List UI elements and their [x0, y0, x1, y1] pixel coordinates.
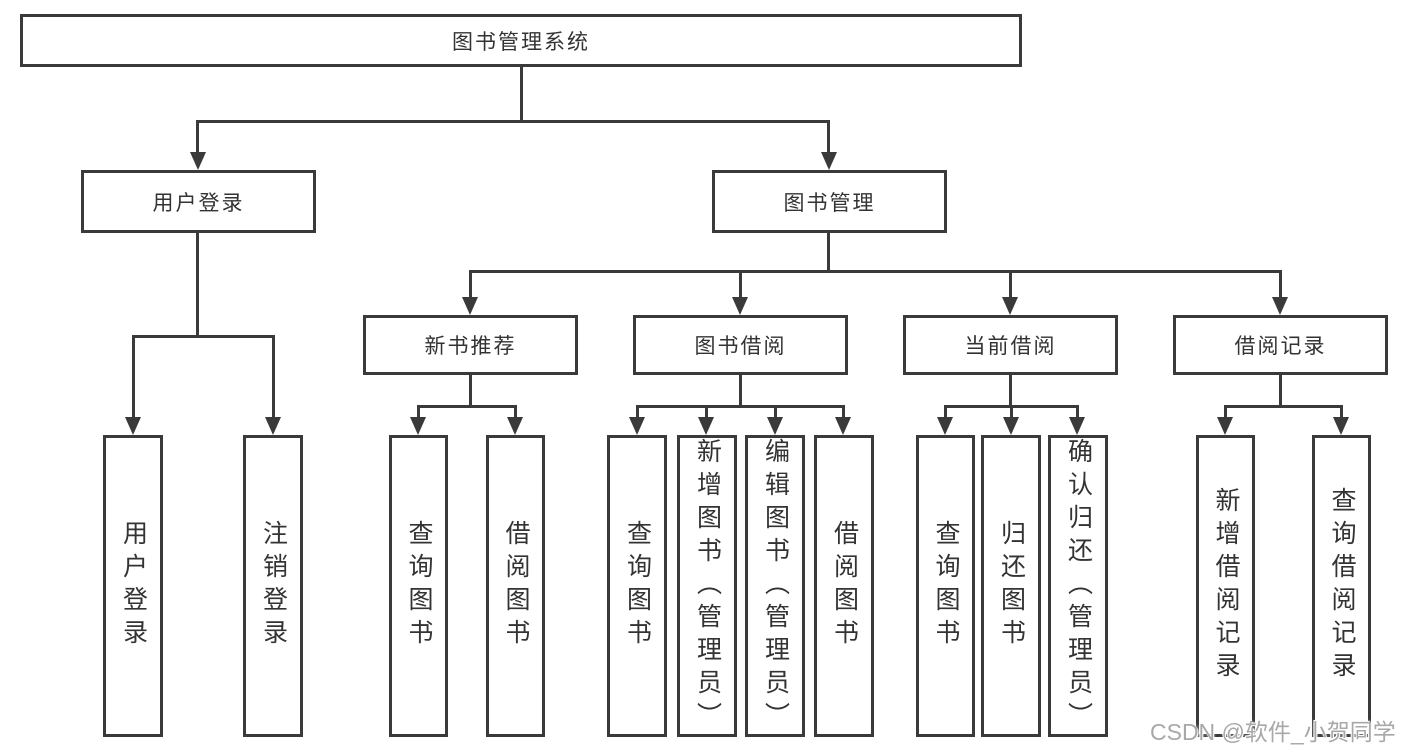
connector-new-book-stem — [469, 375, 472, 408]
leaf-borrow-books-1-label: 借阅图书 — [502, 520, 530, 652]
node-book-borrow-label: 图书借阅 — [694, 335, 787, 358]
node-borrow-records-label: 借阅记录 — [1234, 335, 1327, 358]
arrow-new-book — [462, 297, 478, 315]
connector-drop-leaf-user-login — [132, 335, 135, 420]
arrow-edit-book-admin — [767, 417, 783, 435]
node-new-book-recommend: 新书推荐 — [363, 315, 578, 375]
connector-drop-add-book-admin — [705, 405, 708, 420]
connector-drop-borrow-records — [1279, 270, 1282, 300]
arrow-query-borrow-record — [1333, 417, 1349, 435]
leaf-return-books-label: 归还图书 — [997, 520, 1026, 652]
node-current-borrow: 当前借阅 — [903, 315, 1118, 375]
leaf-query-books-3: 查询图书 — [916, 435, 975, 737]
connector-drop-query-books-1 — [417, 405, 420, 420]
arrow-query-books-1 — [410, 417, 426, 435]
arrow-add-book-admin — [698, 417, 714, 435]
arrow-borrow-books-1 — [507, 417, 523, 435]
connector-book-borrow-rail — [636, 405, 845, 408]
leaf-query-borrow-record-label: 查询借阅记录 — [1328, 487, 1356, 685]
connector-root-stem — [520, 66, 523, 121]
connector-drop-book-management — [827, 120, 830, 156]
node-user-login: 用户登录 — [81, 170, 316, 233]
connector-drop-query-books-3 — [944, 405, 947, 420]
leaf-borrow-books-1: 借阅图书 — [486, 435, 545, 737]
connector-user-login-stem — [196, 232, 199, 338]
connector-level3-rail — [469, 270, 1282, 273]
connector-drop-query-borrow-record — [1340, 405, 1343, 420]
arrow-current-borrow — [1002, 297, 1018, 315]
connector-drop-borrow-books-2 — [842, 405, 845, 420]
leaf-borrow-books-2-label: 借阅图书 — [830, 520, 859, 652]
leaf-return-books: 归还图书 — [981, 435, 1041, 737]
connector-borrow-records-rail — [1225, 405, 1343, 408]
leaf-confirm-return-admin: 确认归还（管理员） — [1048, 435, 1108, 737]
arrow-user-login — [190, 152, 206, 170]
leaf-user-login: 用户登录 — [103, 435, 163, 737]
connector-book-borrow-stem — [739, 375, 742, 408]
leaf-add-book-admin-label: 新增图书（管理员） — [693, 438, 722, 735]
leaf-confirm-return-admin-label: 确认归还（管理员） — [1064, 438, 1093, 735]
connector-drop-confirm-return — [1076, 405, 1079, 420]
leaf-add-borrow-record-label: 新增借阅记录 — [1212, 487, 1240, 685]
leaf-user-login-label: 用户登录 — [119, 520, 148, 652]
arrow-query-books-2 — [629, 417, 645, 435]
connector-drop-borrow-books-1 — [514, 405, 517, 420]
leaf-query-books-1: 查询图书 — [389, 435, 448, 737]
leaf-logout: 注销登录 — [243, 435, 303, 737]
connector-drop-book-borrow — [739, 270, 742, 300]
connector-drop-new-book — [469, 270, 472, 300]
leaf-logout-label: 注销登录 — [259, 520, 288, 652]
leaf-borrow-books-2: 借阅图书 — [814, 435, 874, 737]
leaf-query-books-1-label: 查询图书 — [405, 520, 433, 652]
node-new-book-recommend-label: 新书推荐 — [424, 335, 517, 358]
arrow-confirm-return — [1069, 417, 1085, 435]
leaf-add-book-admin: 新增图书（管理员） — [677, 435, 737, 737]
node-book-management-label: 图书管理 — [783, 191, 876, 215]
node-root-label: 图书管理系统 — [452, 30, 590, 54]
connector-new-book-rail — [418, 405, 517, 408]
arrow-borrow-records — [1272, 297, 1288, 315]
arrow-book-borrow — [732, 297, 748, 315]
connector-drop-edit-book-admin — [774, 405, 777, 420]
connector-book-management-stem — [827, 232, 830, 272]
arrow-query-books-3 — [937, 417, 953, 435]
node-user-login-label: 用户登录 — [152, 191, 245, 215]
connector-drop-return-books — [1010, 405, 1013, 420]
node-book-borrow: 图书借阅 — [633, 315, 848, 375]
connector-borrow-records-stem — [1279, 375, 1282, 408]
connector-drop-leaf-logout — [272, 335, 275, 420]
leaf-edit-book-admin: 编辑图书（管理员） — [745, 435, 805, 737]
arrow-leaf-logout — [265, 417, 281, 435]
node-root: 图书管理系统 — [20, 14, 1022, 67]
leaf-edit-book-admin-label: 编辑图书（管理员） — [761, 438, 790, 735]
node-book-management: 图书管理 — [712, 170, 947, 233]
connector-drop-query-books-2 — [636, 405, 639, 420]
leaf-query-books-2: 查询图书 — [607, 435, 667, 737]
leaf-query-books-2-label: 查询图书 — [623, 520, 652, 652]
connector-level2-rail — [197, 120, 830, 123]
arrow-add-borrow-record — [1217, 417, 1233, 435]
leaf-query-books-3-label: 查询图书 — [932, 520, 960, 652]
connector-drop-add-borrow-record — [1224, 405, 1227, 420]
connector-current-borrow-stem — [1009, 375, 1012, 408]
connector-user-login-rail — [132, 335, 274, 338]
arrow-return-books — [1003, 417, 1019, 435]
connector-drop-current-borrow — [1009, 270, 1012, 300]
arrow-borrow-books-2 — [835, 417, 851, 435]
csdn-watermark: CSDN @软件_小贺同学 — [1150, 719, 1396, 745]
node-current-borrow-label: 当前借阅 — [964, 335, 1057, 358]
leaf-query-borrow-record: 查询借阅记录 — [1312, 435, 1371, 737]
connector-drop-user-login — [196, 120, 199, 156]
leaf-add-borrow-record: 新增借阅记录 — [1196, 435, 1255, 737]
arrow-leaf-user-login — [125, 417, 141, 435]
arrow-book-management — [821, 152, 837, 170]
node-borrow-records: 借阅记录 — [1173, 315, 1388, 375]
